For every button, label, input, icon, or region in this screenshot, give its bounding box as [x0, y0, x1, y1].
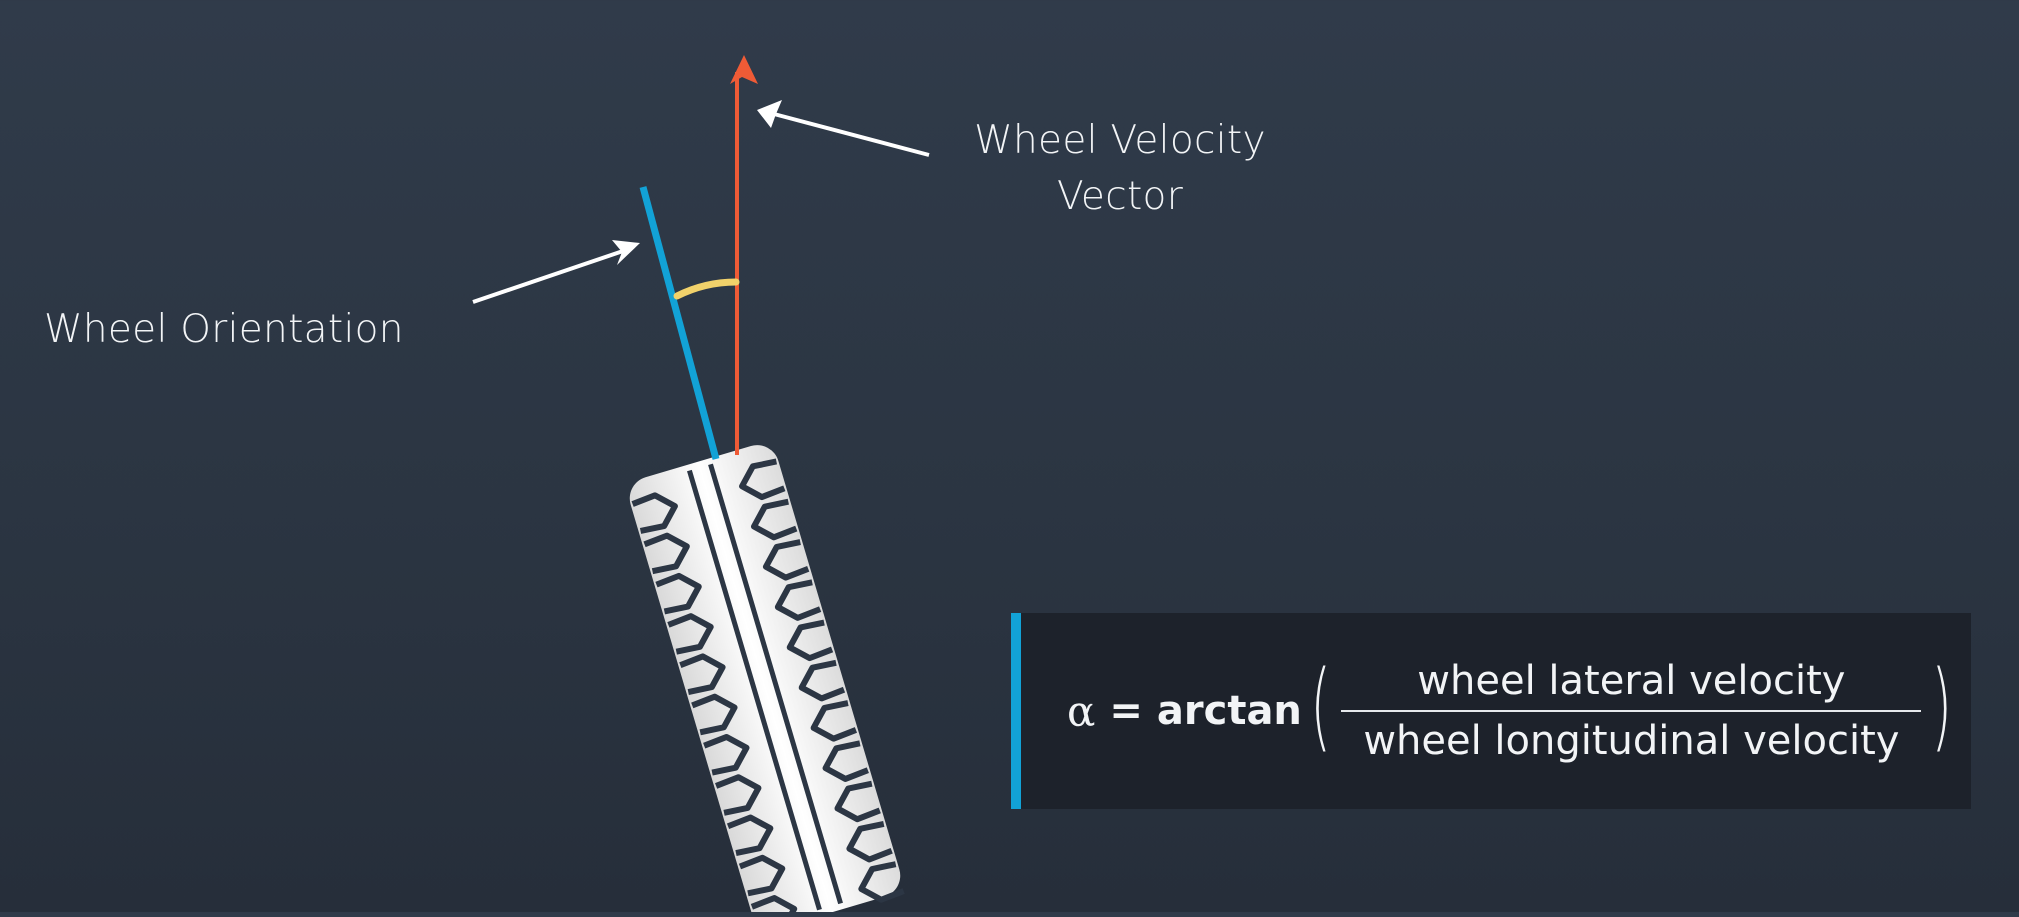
- tread-block-right: [822, 740, 869, 782]
- fraction-bar: [1341, 710, 1922, 712]
- orientation-annotation-arrow: [472, 240, 640, 304]
- tread-block-right: [798, 659, 846, 702]
- tread-block-left: [691, 693, 738, 736]
- tread-block-right: [858, 861, 905, 903]
- tread-block-left: [726, 814, 774, 857]
- tread-block-right: [786, 619, 834, 662]
- wheel-orientation-line: [639, 186, 720, 460]
- tread-block-left: [679, 653, 726, 695]
- formula-panel: α = arctan ( wheel lateral velocity whee…: [1011, 613, 1971, 809]
- slip-angle-formula: α = arctan ( wheel lateral velocity whee…: [1067, 613, 1961, 809]
- slip-angle-arc: [673, 278, 740, 300]
- tread-block-right: [846, 820, 893, 863]
- tread-block-left: [703, 733, 750, 776]
- tread-block-right: [739, 458, 786, 501]
- tread-block-right: [810, 700, 858, 742]
- equals-sign: =: [1109, 688, 1143, 734]
- tread-block-left: [655, 572, 702, 615]
- tread-block-left: [738, 854, 786, 897]
- wheel-velocity-label: Wheel Velocity Vector: [960, 113, 1280, 225]
- wheel-orientation-label: Wheel Orientation: [44, 307, 404, 352]
- alpha-symbol: α: [1067, 686, 1096, 736]
- tire-tread-blocks: [631, 458, 905, 917]
- formula-denominator: wheel longitudinal velocity: [1363, 718, 1900, 764]
- tread-block-right: [774, 579, 822, 621]
- arctan-function: arctan: [1156, 688, 1302, 734]
- tire-grooves: [687, 463, 843, 911]
- formula-numerator: wheel lateral velocity: [1417, 658, 1846, 704]
- formula-fraction: wheel lateral velocity wheel longitudina…: [1341, 658, 1922, 764]
- tread-block-right: [762, 539, 810, 581]
- tread-block-left: [643, 532, 690, 575]
- velocity-annotation-arrow: [757, 100, 930, 157]
- tread-block-right: [750, 498, 798, 541]
- tread-block-left: [750, 895, 798, 917]
- right-parenthesis: ): [1931, 650, 1953, 762]
- arrowhead-icon: [730, 55, 758, 84]
- tire-tread-icon: [629, 445, 905, 917]
- tread-block-left: [667, 613, 714, 655]
- tread-block-left: [715, 774, 762, 816]
- left-parenthesis: (: [1310, 650, 1331, 762]
- tread-block-right: [834, 780, 881, 823]
- tire-body: [629, 445, 901, 917]
- wheel-velocity-label-line2: Vector: [1056, 174, 1184, 219]
- tread-block-left: [631, 492, 678, 534]
- wheel-velocity-label-line1: Wheel Velocity: [974, 118, 1266, 163]
